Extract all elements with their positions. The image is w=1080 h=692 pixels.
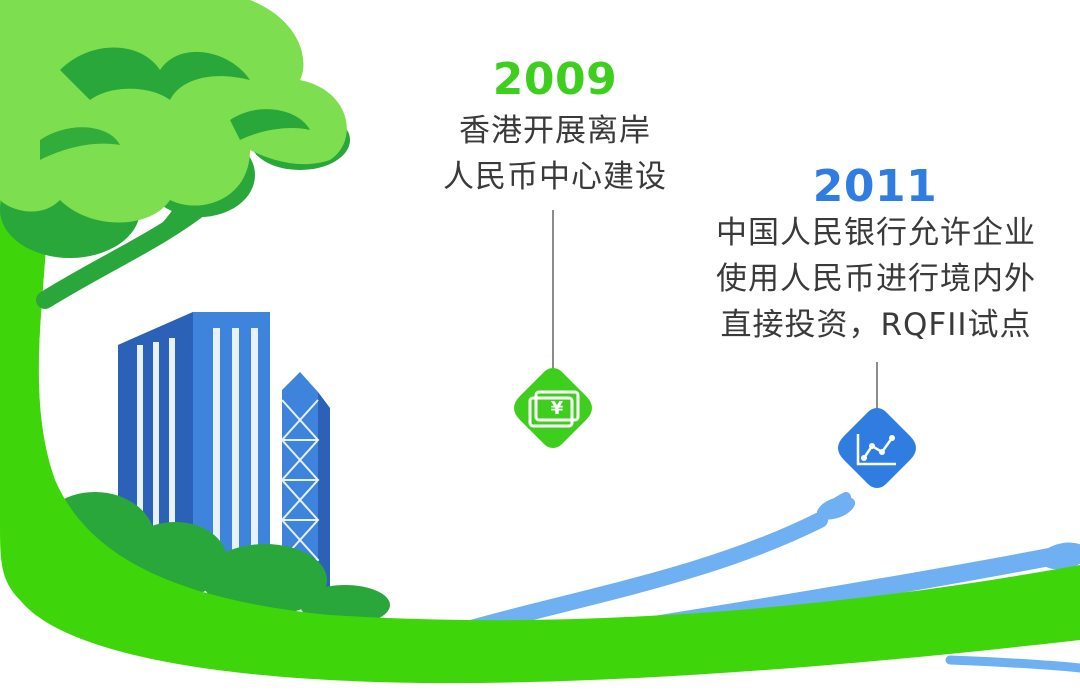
line-chart-icon (838, 408, 916, 488)
description-line: 使用人民币进行境内外 (716, 261, 1036, 297)
milestone-description-2009: 香港开展离岸 人民币中心建设 (400, 108, 710, 200)
description-line: 中国人民银行允许企业 (716, 215, 1036, 251)
description-line: 人民币中心建设 (443, 159, 667, 195)
milestone-description-2011: 中国人民银行允许企业 使用人民币进行境内外 直接投资，RQFII试点 (678, 210, 1074, 348)
tower-diamond (280, 372, 330, 601)
description-line: 直接投资，RQFII试点 (720, 307, 1032, 343)
description-line: 香港开展离岸 (459, 113, 651, 149)
yuan-glyph: ¥ (551, 398, 564, 419)
banknote-yuan-icon: ¥ (514, 368, 592, 448)
tree-canopy (0, 0, 350, 258)
milestone-year-2011: 2011 (812, 161, 938, 212)
milestone-year-2009: 2009 (492, 54, 618, 105)
